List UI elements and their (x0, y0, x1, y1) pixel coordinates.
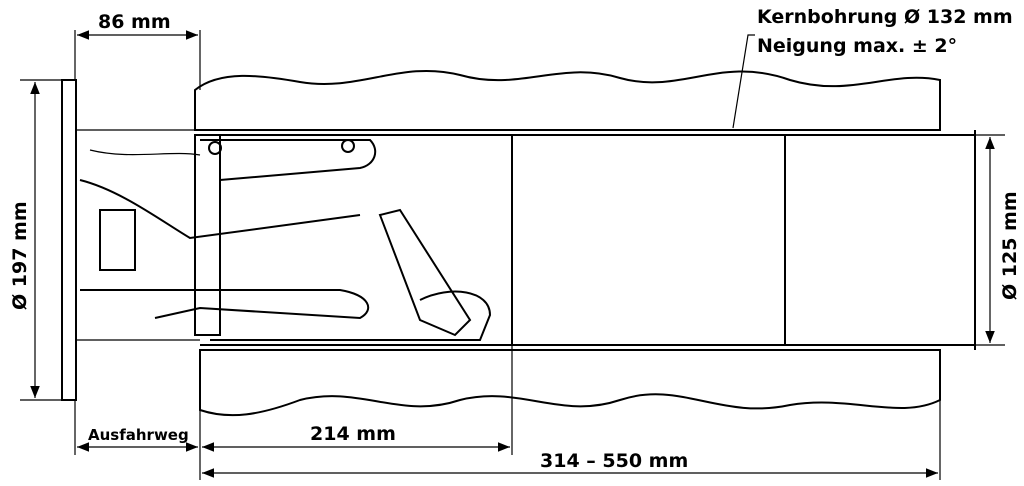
flange-depth-label: 86 mm (98, 11, 171, 33)
wall-bottom (199, 349, 941, 417)
outer-diameter-label: Ø 197 mm (9, 201, 31, 310)
cover-flange (61, 79, 221, 401)
travel-label: Ausfahrweg (88, 426, 189, 444)
mechanism (79, 139, 492, 341)
dimension-lines (20, 30, 1005, 480)
wall-range-label: 314 – 550 mm (540, 450, 688, 472)
tube-diameter-label: Ø 125 mm (999, 191, 1021, 300)
tilt-label: Neigung max. ± 2° (757, 35, 957, 57)
unit-length-label: 214 mm (310, 423, 396, 445)
core-bore-label: Kernbohrung Ø 132 mm (757, 6, 1013, 28)
core-bore-leader (732, 34, 755, 129)
sleeve-tube (200, 130, 976, 350)
wall-top (194, 69, 941, 131)
